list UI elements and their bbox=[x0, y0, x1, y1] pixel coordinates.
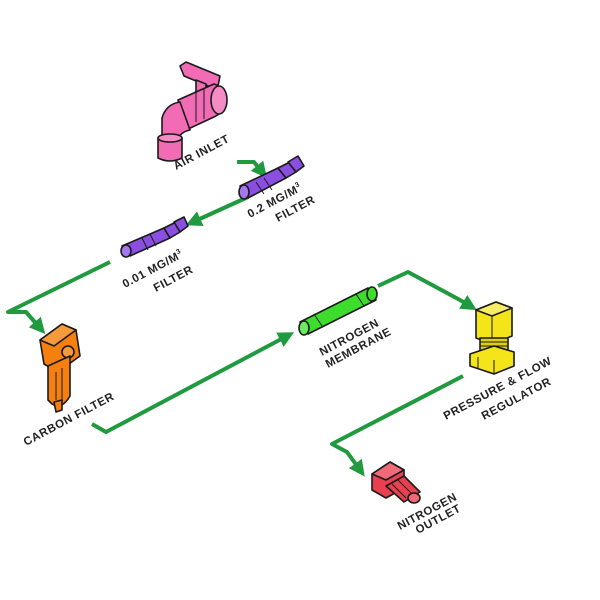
faucet-icon bbox=[157, 61, 228, 162]
arrow-regulator-to-outlet bbox=[330, 374, 464, 477]
arrow-membrane-to-regulator bbox=[377, 270, 477, 311]
arrow-filter-02-to-filter-001 bbox=[185, 195, 249, 226]
carbon-filter-label: CARBON FILTER bbox=[22, 391, 117, 449]
flow-arrows bbox=[6, 160, 477, 477]
canister-filter-icon bbox=[39, 323, 81, 413]
arrow-inlet-to-filter-02 bbox=[237, 160, 267, 179]
arrow-carbon-to-membrane bbox=[91, 332, 295, 434]
outlet-fitting-icon bbox=[371, 461, 421, 504]
regulator-fitting-icon bbox=[469, 301, 515, 375]
arrow-filter-001-to-carbon bbox=[6, 260, 111, 335]
inline-filter-icon bbox=[238, 155, 305, 200]
inline-filter-icon bbox=[120, 216, 189, 258]
membrane-tube-icon bbox=[298, 286, 378, 336]
